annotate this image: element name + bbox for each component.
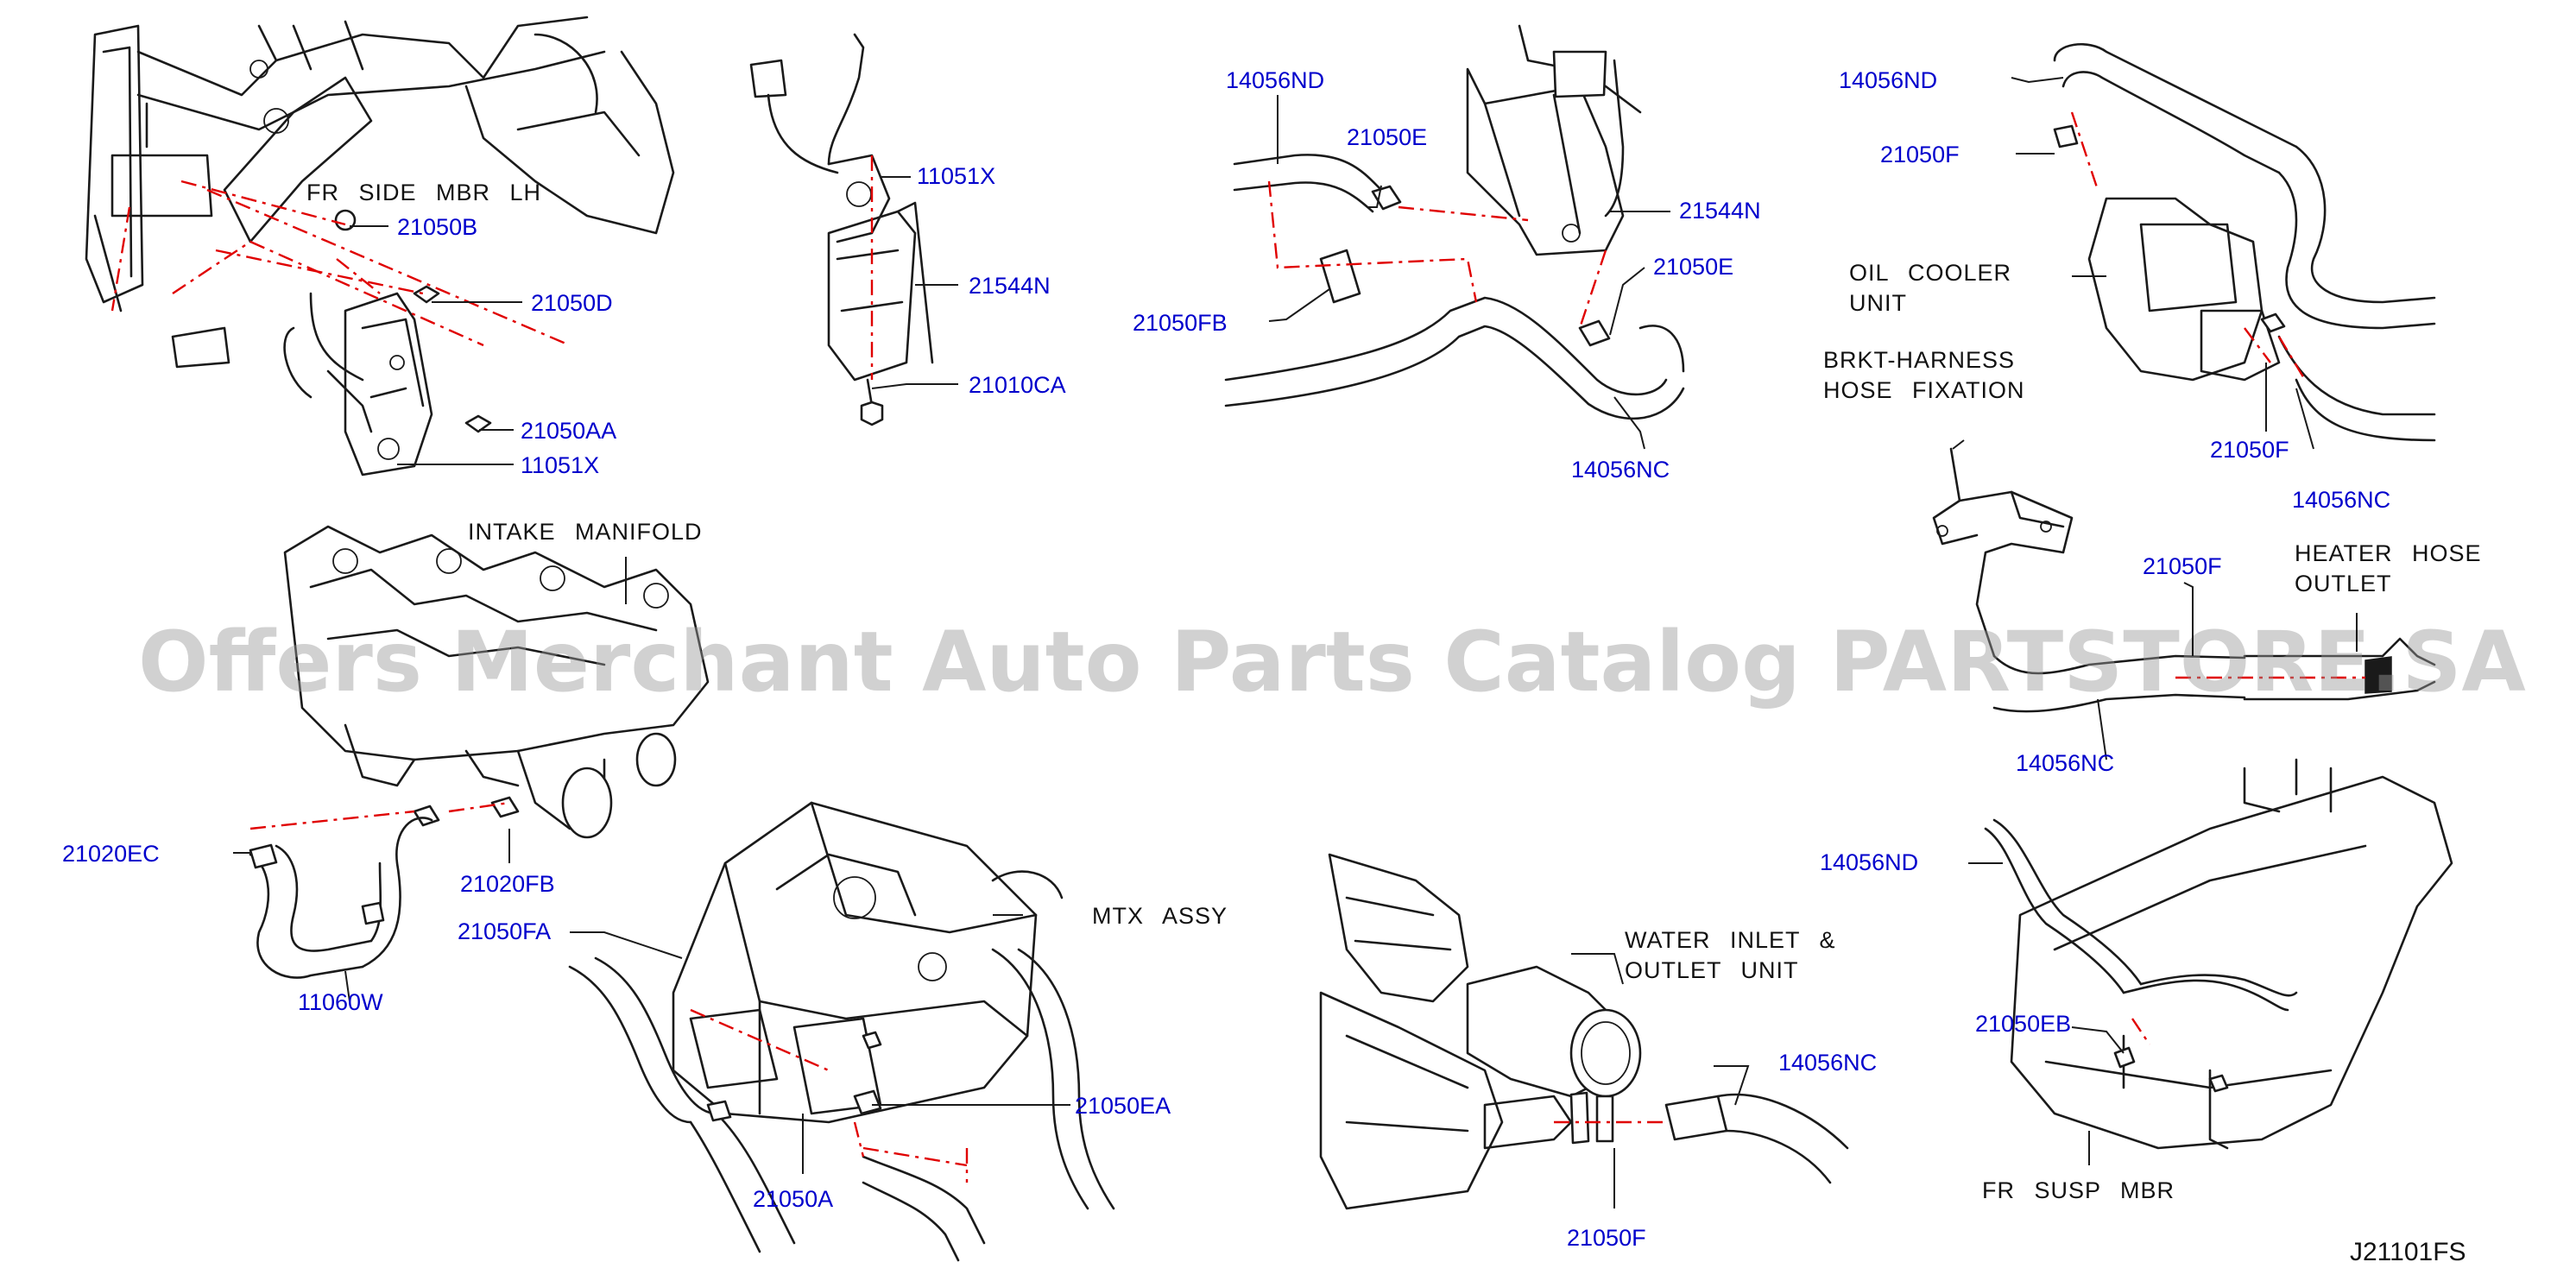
- part-label-14056NC-water[interactable]: 14056NC: [1778, 1050, 1877, 1076]
- part-label-21050F-heater[interactable]: 21050F: [2143, 553, 2222, 579]
- fr-side-member-illustration: [85, 16, 675, 476]
- part-label-14056NC-top[interactable]: 14056NC: [1571, 457, 1670, 483]
- part-label-21050EB[interactable]: 21050EB: [1975, 1011, 2071, 1037]
- part-label-21050D[interactable]: 21050D: [531, 290, 613, 316]
- part-label-14056NC-oil[interactable]: 14056NC: [2292, 487, 2390, 513]
- part-label-21010CA[interactable]: 21010CA: [969, 372, 1066, 398]
- part-label-21050F-water[interactable]: 21050F: [1567, 1225, 1646, 1251]
- part-label-21020EC[interactable]: 21020EC: [62, 841, 160, 867]
- part-label-11051X-upper[interactable]: 11051X: [917, 163, 995, 189]
- leader-lines: [233, 77, 2358, 1208]
- label-fr-susp-mbr: FR SUSP MBR: [1982, 1177, 2175, 1203]
- label-fr-side-mbr: FR SIDE MBR LH: [306, 180, 541, 205]
- part-label-21050AA[interactable]: 21050AA: [521, 418, 616, 444]
- fr-susp-mbr-illustration: [1984, 758, 2453, 1150]
- part-label-21050FA[interactable]: 21050FA: [458, 918, 551, 944]
- water-inlet-outlet-illustration: [1319, 853, 1849, 1210]
- part-label-14056NC-heater[interactable]: 14056NC: [2016, 750, 2114, 776]
- part-label-21544N-right[interactable]: 21544N: [1679, 198, 1761, 224]
- label-oil-cooler-line2: UNIT: [1849, 290, 1907, 316]
- label-heater-line1: HEATER HOSE: [2295, 540, 2482, 566]
- part-label-21050FB[interactable]: 21050FB: [1133, 310, 1228, 336]
- oil-cooler-illustration: [2053, 42, 2436, 442]
- label-intake-manifold: INTAKE MANIFOLD: [468, 519, 703, 545]
- mtx-assy-illustration: [568, 801, 1115, 1262]
- brkt-harness-illustration: [1932, 447, 2074, 658]
- label-mtx-assy: MTX ASSY: [1092, 903, 1228, 929]
- label-water-line2: OUTLET UNIT: [1625, 957, 1799, 983]
- part-label-11051X-lower[interactable]: 11051X: [521, 452, 599, 478]
- label-brkt-line1: BRKT-HARNESS: [1823, 347, 2015, 373]
- part-label-21050EA[interactable]: 21050EA: [1075, 1093, 1171, 1119]
- part-label-14056ND-right[interactable]: 14056ND: [1839, 67, 1937, 93]
- part-label-21050F-oil-top[interactable]: 21050F: [1880, 142, 1960, 167]
- watermark: Offers Merchant Auto Parts Catalog PARTS…: [138, 614, 2526, 710]
- label-brkt-line2: HOSE FIXATION: [1823, 377, 2025, 403]
- part-label-21050E-left[interactable]: 21050E: [1347, 124, 1427, 150]
- part-label-14056ND-susp[interactable]: 14056ND: [1820, 849, 1918, 875]
- part-label-21050F-oil-bottom[interactable]: 21050F: [2210, 437, 2289, 463]
- harness-bracket-illustration: [749, 33, 934, 426]
- label-water-line1: WATER INLET &: [1625, 927, 1836, 953]
- part-label-21544N-left[interactable]: 21544N: [969, 273, 1051, 299]
- component-labels: FR SIDE MBR LH OIL COOLER UNIT BRKT-HARN…: [306, 180, 2482, 1203]
- diagram-code: J21101FS: [2350, 1238, 2466, 1266]
- part-label-21050A[interactable]: 21050A: [753, 1186, 833, 1212]
- part-label-21020FB[interactable]: 21020FB: [460, 871, 555, 897]
- part-label-11060W[interactable]: 11060W: [298, 989, 383, 1015]
- heater-hose-outlet-illustration: [1992, 637, 2436, 713]
- intake-manifold-illustration: [249, 525, 710, 979]
- label-heater-line2: OUTLET: [2295, 571, 2392, 596]
- part-label-21050E-right[interactable]: 21050E: [1653, 254, 1733, 280]
- part-label-14056ND-top[interactable]: 14056ND: [1226, 67, 1324, 93]
- label-oil-cooler-line1: OIL COOLER: [1849, 260, 2011, 286]
- water-hose-illustration: [1224, 24, 1685, 420]
- part-number-labels: 21050B 21050D 21050AA 11051X 11051X 2154…: [62, 67, 2390, 1251]
- part-label-21050B[interactable]: 21050B: [397, 214, 477, 240]
